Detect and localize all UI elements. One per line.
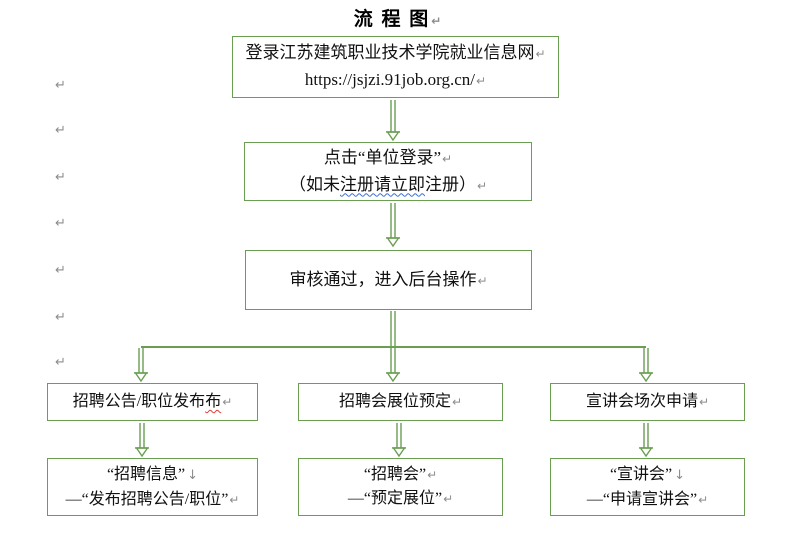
flow-box-branch-session[interactable]: 宣讲会场次申请↵: [550, 383, 745, 421]
flow-box-detail-fair[interactable]: “招聘会”↵ —“预定展位”↵: [298, 458, 503, 516]
paragraph-mark-icon: ↵: [535, 47, 546, 61]
paragraph-mark-icon: ↵: [55, 310, 66, 325]
flow-box-unit-login[interactable]: 点击“单位登录”↵ （如未注册请立即注册）↵: [244, 142, 532, 201]
arrow-down-icon: [134, 348, 148, 383]
unit-login-line1: 点击“单位登录”↵: [323, 147, 453, 167]
branch-announce-text: 招聘公告/职位发布布↵: [72, 393, 233, 410]
paragraph-mark-icon: ↵: [431, 14, 444, 28]
flow-box-detail-session[interactable]: “宣讲会”↓ —“申请宣讲会”↵: [550, 458, 745, 516]
detail-session-line2: —“申请宣讲会”↵: [586, 490, 709, 508]
paragraph-mark-icon: ↵: [477, 273, 488, 288]
flow-box-review[interactable]: 审核通过，进入后台操作↵: [245, 250, 532, 310]
flow-box-branch-fair[interactable]: 招聘会展位预定↵: [298, 383, 503, 421]
paragraph-mark-icon: ↵: [55, 263, 66, 278]
branch-session-text: 宣讲会场次申请↵: [585, 393, 710, 410]
detail-announce-line2: —“发布招聘公告/职位”↵: [65, 490, 240, 508]
paragraph-mark-icon: ↵: [55, 216, 66, 231]
detail-fair-line2: —“预定展位”↵: [347, 490, 454, 507]
arrow-down-icon: [386, 100, 400, 142]
flow-box-branch-announce[interactable]: 招聘公告/职位发布布↵: [47, 383, 258, 421]
detail-fair-line1: “招聘会”↵: [363, 466, 438, 483]
review-line1: 审核通过，进入后台操作↵: [289, 269, 488, 289]
unit-login-line2: （如未注册请立即注册）↵: [288, 174, 488, 194]
login-url: https://jsjzi.91job.org.cn/↵: [304, 70, 487, 89]
title-text: 流 程 图: [353, 9, 431, 30]
arrow-down-icon: [392, 423, 406, 458]
linebreak-mark-icon: ↓: [187, 467, 199, 483]
arrow-down-icon: [135, 423, 149, 458]
paragraph-mark-icon: ↵: [442, 151, 453, 166]
spellcheck-squiggle-blue: 注册请立即: [339, 174, 425, 194]
detail-announce-line1: “招聘信息”↓: [106, 465, 199, 483]
arrow-down-icon: [639, 423, 653, 458]
page-title: 流 程 图↵: [0, 4, 797, 31]
spellcheck-squiggle-red: 布: [205, 393, 222, 410]
arrow-down-icon: [386, 311, 400, 383]
paragraph-mark-icon: ↵: [698, 395, 710, 409]
paragraph-mark-icon: ↵: [443, 492, 454, 506]
flow-box-login[interactable]: 登录江苏建筑职业技术学院就业信息网↵ https://jsjzi.91job.o…: [232, 36, 559, 98]
linebreak-mark-icon: ↓: [674, 467, 686, 483]
paragraph-mark-icon: ↵: [222, 395, 233, 409]
paragraph-mark-icon: ↵: [55, 355, 66, 370]
paragraph-mark-icon: ↵: [698, 492, 709, 507]
arrow-down-icon: [639, 348, 653, 383]
branch-fair-text: 招聘会展位预定↵: [338, 393, 463, 410]
paragraph-mark-icon: ↵: [451, 395, 463, 409]
login-line1: 登录江苏建筑职业技术学院就业信息网↵: [245, 43, 546, 62]
paragraph-mark-icon: ↵: [55, 170, 66, 185]
paragraph-mark-icon: ↵: [55, 123, 66, 138]
paragraph-mark-icon: ↵: [476, 74, 487, 88]
paragraph-mark-icon: ↵: [476, 178, 488, 193]
paragraph-mark-icon: ↵: [427, 468, 438, 482]
paragraph-mark-icon: ↵: [229, 492, 240, 507]
detail-session-line1: “宣讲会”↓: [609, 465, 686, 483]
arrow-down-icon: [386, 203, 400, 248]
flow-box-detail-announce[interactable]: “招聘信息”↓ —“发布招聘公告/职位”↵: [47, 458, 258, 516]
paragraph-mark-icon: ↵: [55, 78, 66, 93]
